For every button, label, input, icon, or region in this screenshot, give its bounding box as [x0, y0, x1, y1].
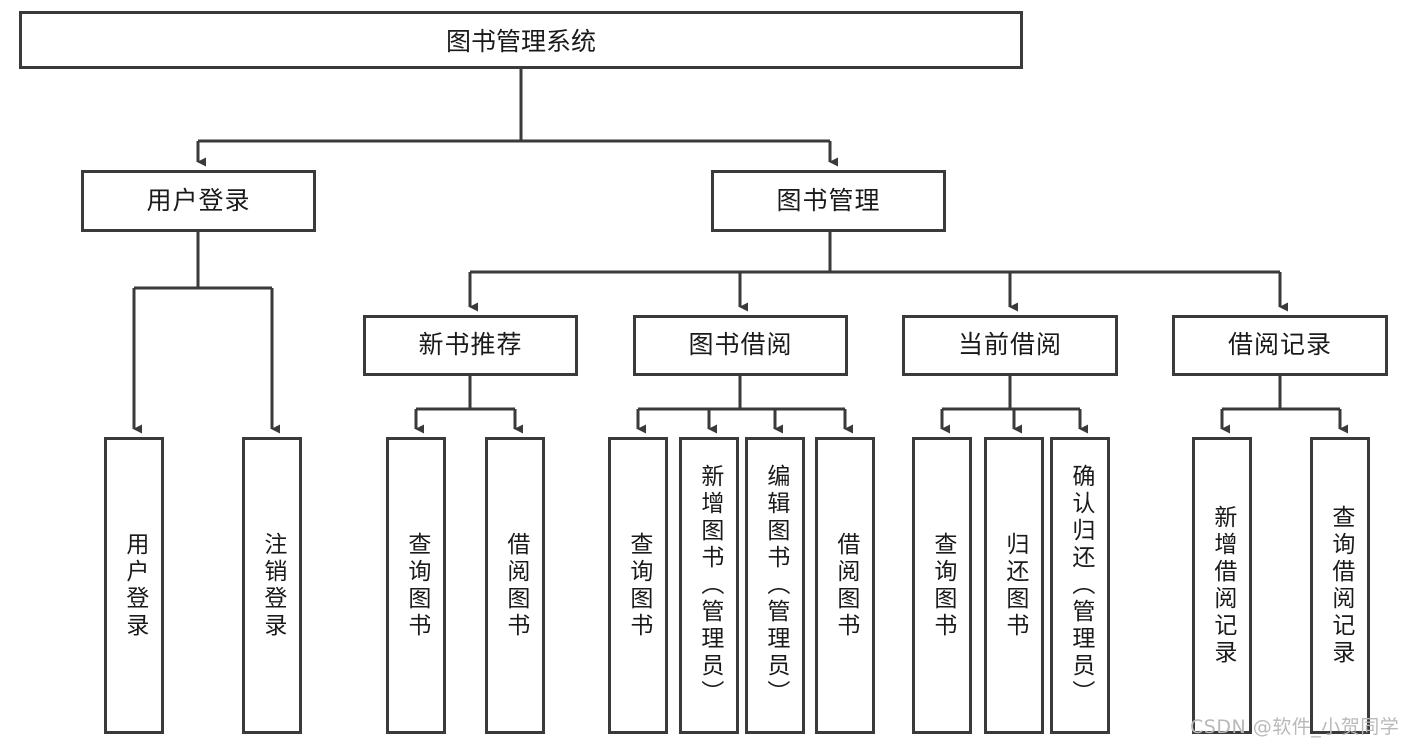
- leaf-borrow-book[interactable]: 借阅图书: [815, 437, 875, 734]
- node-book-borrow[interactable]: 图书借阅: [633, 315, 848, 376]
- leaf-add-borrow-record[interactable]: 新增借阅记录: [1192, 437, 1252, 734]
- node-current-borrow[interactable]: 当前借阅: [902, 315, 1118, 376]
- node-book-management-label: 图书管理: [776, 185, 881, 215]
- leaf-query-book-recommend[interactable]: 查询图书: [386, 437, 446, 734]
- leaf-edit-book-admin-label: 编辑图书（管理员）: [762, 464, 789, 707]
- leaf-return-book[interactable]: 归还图书: [984, 437, 1044, 734]
- node-book-management[interactable]: 图书管理: [711, 170, 946, 232]
- node-borrow-record[interactable]: 借阅记录: [1172, 315, 1388, 376]
- leaf-query-borrow-record[interactable]: 查询借阅记录: [1310, 437, 1370, 734]
- leaf-add-borrow-record-label: 新增借阅记录: [1209, 504, 1236, 667]
- leaf-borrow-book-label: 借阅图书: [832, 531, 859, 640]
- node-new-book-recommend[interactable]: 新书推荐: [363, 315, 578, 376]
- leaf-user-login-label: 用户登录: [121, 531, 148, 640]
- node-root-label: 图书管理系统: [445, 27, 596, 56]
- leaf-add-book-admin-label: 新增图书（管理员）: [696, 464, 723, 707]
- leaf-query-book-current[interactable]: 查询图书: [912, 437, 972, 734]
- node-root-system[interactable]: 图书管理系统: [19, 11, 1023, 69]
- node-borrow-record-label: 借阅记录: [1227, 330, 1332, 360]
- node-new-book-recommend-label: 新书推荐: [418, 330, 523, 360]
- leaf-logout-label: 注销登录: [259, 531, 286, 640]
- leaf-query-book-recommend-label: 查询图书: [403, 531, 430, 640]
- node-user-login[interactable]: 用户登录: [81, 170, 316, 232]
- leaf-logout[interactable]: 注销登录: [242, 437, 302, 734]
- node-book-borrow-label: 图书借阅: [688, 330, 793, 360]
- leaf-borrow-book-recommend-label: 借阅图书: [502, 531, 529, 640]
- leaf-query-book-borrow-label: 查询图书: [625, 531, 652, 640]
- leaf-user-login[interactable]: 用户登录: [104, 437, 164, 734]
- leaf-query-book-current-label: 查询图书: [929, 531, 956, 640]
- leaf-return-book-label: 归还图书: [1001, 531, 1028, 640]
- node-current-borrow-label: 当前借阅: [957, 330, 1062, 360]
- leaf-query-book-borrow[interactable]: 查询图书: [608, 437, 668, 734]
- leaf-borrow-book-recommend[interactable]: 借阅图书: [485, 437, 545, 734]
- leaf-confirm-return-admin[interactable]: 确认归还（管理员）: [1050, 437, 1110, 734]
- node-user-login-label: 用户登录: [146, 185, 251, 215]
- leaf-query-borrow-record-label: 查询借阅记录: [1327, 504, 1354, 667]
- csdn-watermark: CSDN @软件_小贺同学: [1190, 716, 1400, 738]
- leaf-edit-book-admin[interactable]: 编辑图书（管理员）: [745, 437, 805, 734]
- leaf-add-book-admin[interactable]: 新增图书（管理员）: [679, 437, 739, 734]
- leaf-confirm-return-admin-label: 确认归还（管理员）: [1067, 464, 1094, 707]
